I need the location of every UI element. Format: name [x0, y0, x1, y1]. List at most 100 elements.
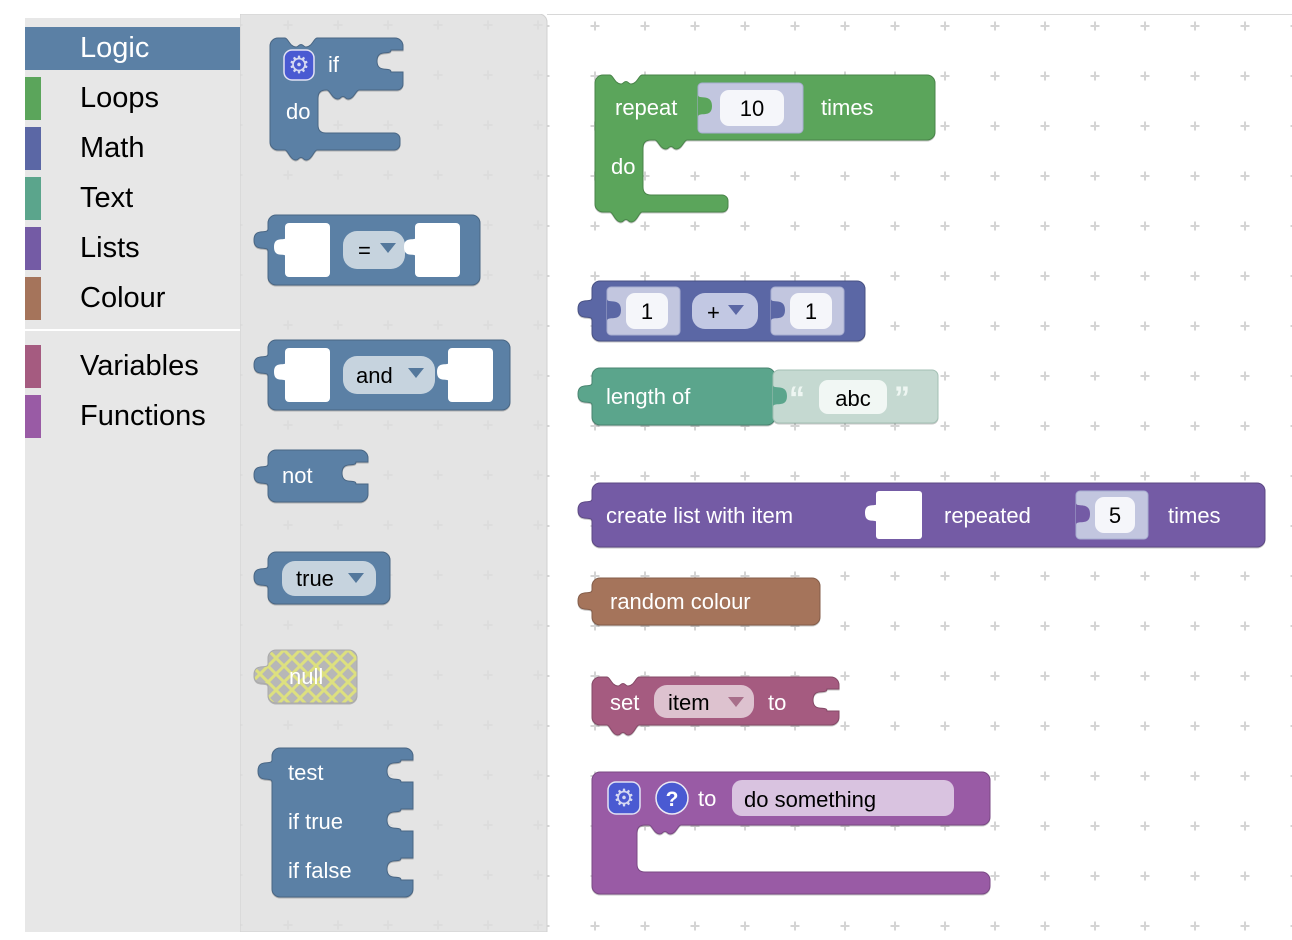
operator-dropdown[interactable]: + — [692, 293, 758, 329]
repeat-block[interactable]: repeat 10 times do — [594, 74, 940, 227]
category-functions[interactable]: Functions — [25, 395, 240, 438]
category-label: Lists — [80, 232, 140, 264]
dropdown-arrow-icon — [728, 697, 744, 707]
length-of-block[interactable]: length of “ abc ” — [576, 367, 948, 430]
category-variables[interactable]: Variables — [25, 345, 240, 388]
set-label: set — [610, 690, 639, 715]
random-colour-label: random colour — [610, 589, 751, 614]
toolbox: Logic Loops Math Text Lists Colour — [25, 18, 240, 932]
value-socket — [274, 223, 330, 277]
block-body — [257, 747, 414, 898]
category-text[interactable]: Text — [25, 177, 240, 220]
null-label: null — [289, 664, 323, 689]
block-body — [577, 577, 821, 626]
block-body — [253, 649, 358, 704]
flyout-and-block[interactable]: and — [252, 339, 514, 414]
value-socket — [437, 348, 493, 402]
function-block[interactable]: ⚙ ? to do something — [591, 771, 996, 896]
dropdown-arrow-icon — [348, 573, 364, 583]
left-number-value: 1 — [641, 299, 653, 324]
category-label: Loops — [80, 82, 160, 114]
if-false-label: if false — [288, 858, 352, 883]
boolean-value: true — [296, 566, 334, 591]
category-label: Functions — [80, 400, 206, 432]
flyout-true-block[interactable]: true — [252, 551, 394, 608]
repeated-label: repeated — [944, 503, 1031, 528]
length-of-label: length of — [606, 384, 691, 409]
string-value[interactable]: abc — [835, 386, 870, 411]
close-quote: ” — [894, 380, 910, 416]
value-socket — [404, 223, 460, 277]
category-label: Math — [80, 132, 145, 164]
value-socket — [274, 348, 330, 402]
flyout-ternary-block[interactable]: test if true if false — [256, 747, 418, 901]
category-logic[interactable]: Logic — [25, 27, 240, 70]
and-dropdown[interactable]: and — [343, 356, 435, 394]
variable-name: item — [668, 690, 710, 715]
do-label: do — [611, 154, 635, 179]
svg-text:⚙: ⚙ — [613, 785, 635, 812]
toolbox-separator — [25, 329, 240, 331]
category-color-chip — [25, 227, 41, 270]
set-variable-block[interactable]: set item to — [591, 676, 842, 739]
do-label: do — [286, 99, 310, 124]
block-body — [594, 74, 936, 223]
flyout-if-block[interactable]: ⚙ if do — [269, 37, 420, 166]
block-body — [577, 367, 776, 426]
flyout-equals-block[interactable]: = — [252, 214, 484, 289]
block-body — [253, 449, 369, 503]
repeat-label: repeat — [615, 95, 677, 120]
help-icon[interactable]: ? — [655, 781, 689, 815]
category-loops[interactable]: Loops — [25, 77, 240, 120]
times-label: times — [1168, 503, 1221, 528]
item-value-socket — [865, 491, 922, 539]
category-label: Text — [80, 182, 134, 214]
left-number-field[interactable]: 1 — [606, 286, 681, 336]
operator-label: = — [358, 238, 371, 263]
category-color-chip — [25, 345, 41, 388]
if-label: if — [328, 52, 340, 77]
not-label: not — [282, 463, 313, 488]
random-colour-block[interactable]: random colour — [576, 577, 824, 630]
dropdown-arrow-icon — [380, 243, 396, 253]
operator-label: + — [707, 300, 720, 325]
right-number-field[interactable]: 1 — [770, 286, 845, 336]
mutator-gear-icon[interactable]: ⚙ — [283, 49, 315, 81]
arithmetic-block[interactable]: 1 + 1 — [576, 280, 870, 347]
count-value: 5 — [1109, 503, 1121, 528]
category-label: Variables — [80, 350, 199, 382]
repeat-count-field[interactable]: 5 — [1075, 490, 1149, 540]
function-name: do something — [744, 787, 876, 812]
dropdown-arrow-icon — [408, 368, 424, 378]
operator-label: and — [356, 363, 393, 388]
category-color-chip — [25, 395, 41, 438]
svg-text:?: ? — [666, 788, 679, 811]
category-color-chip — [25, 127, 41, 170]
repeat-count-value: 10 — [740, 96, 764, 121]
category-color-chip — [25, 277, 41, 320]
category-label: Colour — [80, 282, 166, 314]
equals-dropdown[interactable]: = — [343, 231, 405, 269]
dropdown-arrow-icon — [728, 305, 744, 315]
create-list-label: create list with item — [606, 503, 793, 528]
variable-dropdown[interactable]: item — [654, 685, 754, 718]
open-quote: “ — [789, 380, 805, 416]
function-name-field[interactable]: do something — [732, 780, 954, 816]
create-list-block[interactable]: create list with item repeated 5 times — [576, 482, 1268, 551]
to-label: to — [698, 786, 716, 811]
category-color-chip — [25, 177, 41, 220]
category-lists[interactable]: Lists — [25, 227, 240, 270]
category-colour[interactable]: Colour — [25, 277, 240, 320]
boolean-dropdown[interactable]: true — [282, 561, 376, 596]
flyout-not-block[interactable]: not — [252, 449, 372, 506]
if-true-label: if true — [288, 809, 343, 834]
to-label: to — [768, 690, 786, 715]
category-math[interactable]: Math — [25, 127, 240, 170]
svg-text:⚙: ⚙ — [288, 52, 310, 79]
test-label: test — [288, 760, 323, 785]
repeat-count-field[interactable]: 10 — [697, 82, 804, 134]
mutator-gear-icon[interactable]: ⚙ — [607, 781, 641, 815]
flyout-null-block[interactable]: null — [252, 649, 362, 707]
string-shadow-block[interactable]: “ abc ” — [772, 369, 939, 424]
